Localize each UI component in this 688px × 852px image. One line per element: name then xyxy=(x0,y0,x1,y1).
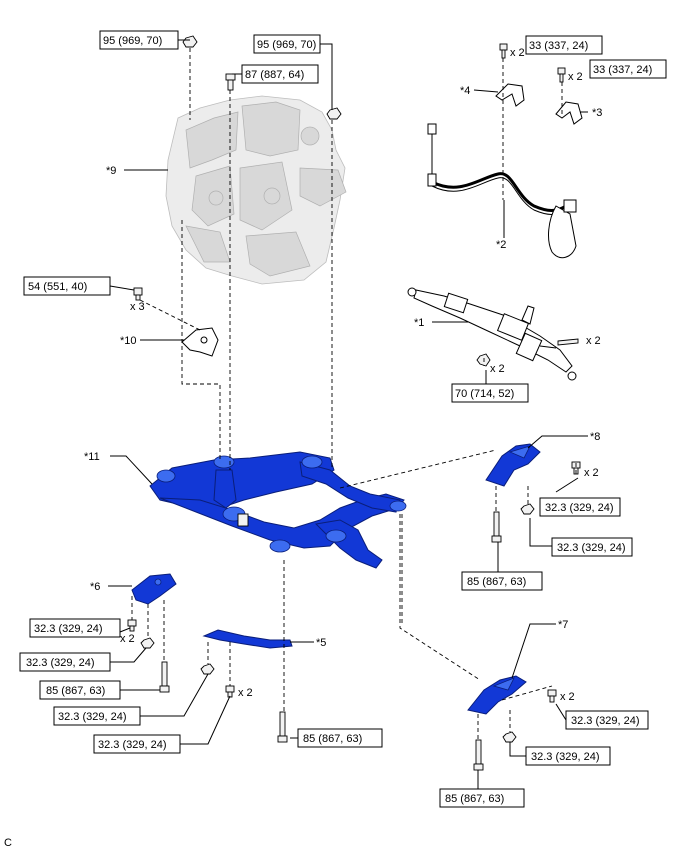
svg-text:87 (887, 64): 87 (887, 64) xyxy=(245,69,304,81)
torque-box-32-5b: 32.3 (329, 24) xyxy=(93,734,181,754)
bracket-6 xyxy=(131,573,177,605)
torque-box-85-7: 85 (867, 63) xyxy=(439,788,525,808)
leader-lines xyxy=(108,39,588,792)
engine-assembly xyxy=(165,95,347,285)
torque-box-33-b: 33 (337, 24) xyxy=(589,59,667,79)
callout-4: *4 xyxy=(460,85,470,97)
callout-11: *11 xyxy=(84,451,100,463)
callout-8: *8 xyxy=(590,431,600,443)
torque-box-32-7b: 32.3 (329, 24) xyxy=(525,746,611,766)
bracket-7 xyxy=(467,675,527,715)
svg-text:85 (867, 63): 85 (867, 63) xyxy=(303,733,362,745)
svg-text:32.3 (329, 24): 32.3 (329, 24) xyxy=(98,739,167,751)
qty-rack-bolt: x 2 xyxy=(586,335,601,347)
stabilizer-bracket-3 xyxy=(555,101,583,125)
engine-mount-bracket xyxy=(181,327,219,357)
bolt-85-6 xyxy=(159,661,170,693)
torque-box-87: 87 (887, 64) xyxy=(241,64,319,84)
nut-95-b xyxy=(326,107,342,120)
callout-1: *1 xyxy=(414,317,424,329)
torque-box-85-5: 85 (867, 63) xyxy=(297,728,383,748)
nut-95-a xyxy=(182,35,198,48)
bracket-8 xyxy=(485,443,541,487)
svg-text:33 (337, 24): 33 (337, 24) xyxy=(529,40,588,52)
svg-text:32.3 (329, 24): 32.3 (329, 24) xyxy=(26,657,95,669)
torque-box-32-8b: 32.3 (329, 24) xyxy=(551,537,633,557)
callout-2: *2 xyxy=(496,239,506,251)
bolt-85-8 xyxy=(491,511,502,543)
nut-32-6b xyxy=(140,637,155,649)
svg-text:85 (867, 63): 85 (867, 63) xyxy=(467,576,526,588)
stabilizer-bracket-4 xyxy=(495,83,525,107)
svg-text:32.3 (329, 24): 32.3 (329, 24) xyxy=(34,623,103,635)
qty-7: x 2 xyxy=(560,691,575,703)
callout-10: *10 xyxy=(120,335,137,347)
svg-text:85 (867, 63): 85 (867, 63) xyxy=(46,685,105,697)
svg-text:32.3 (329, 24): 32.3 (329, 24) xyxy=(58,711,127,723)
torque-box-85-8: 85 (867, 63) xyxy=(461,571,543,591)
nut-32-5a xyxy=(200,663,215,675)
bolt-32-5b xyxy=(225,685,235,698)
bolt-85-5 xyxy=(277,711,288,743)
callout-7: *7 xyxy=(558,619,568,631)
callout-6: *6 xyxy=(90,581,100,593)
torque-box-95-a: 95 (969, 70) xyxy=(99,30,179,50)
bolt-85-7 xyxy=(473,739,484,771)
svg-text:70 (714, 52): 70 (714, 52) xyxy=(455,388,514,400)
svg-text:32.3 (329, 24): 32.3 (329, 24) xyxy=(531,751,600,763)
alignment-lines xyxy=(131,48,577,740)
bolt-87 xyxy=(225,73,236,91)
svg-text:95 (969, 70): 95 (969, 70) xyxy=(103,35,162,47)
torque-box-85-6: 85 (867, 63) xyxy=(39,680,121,700)
svg-text:85 (867, 63): 85 (867, 63) xyxy=(445,793,504,805)
stabilizer-bar xyxy=(427,123,577,259)
svg-text:95 (969, 70): 95 (969, 70) xyxy=(257,39,316,51)
svg-text:32.3 (329, 24): 32.3 (329, 24) xyxy=(545,502,614,514)
qty-54: x 3 xyxy=(130,301,145,313)
nut-32-7b xyxy=(502,731,517,743)
bracket-5 xyxy=(202,629,293,649)
svg-text:33 (337, 24): 33 (337, 24) xyxy=(593,64,652,76)
nut-32-8b xyxy=(520,503,535,515)
qty-8: x 2 xyxy=(584,467,599,479)
torque-box-54: 54 (551, 40) xyxy=(23,276,111,296)
bolt-33-b xyxy=(557,67,566,83)
torque-box-32-6b: 32.3 (329, 24) xyxy=(19,652,111,672)
qty-70: x 2 xyxy=(490,363,505,375)
bolt-32-7a xyxy=(547,689,557,703)
qty-6: x 2 xyxy=(120,633,135,645)
figure-letter: C xyxy=(4,837,12,849)
qty-33-b: x 2 xyxy=(568,71,583,83)
qty-33-a: x 2 xyxy=(510,47,525,59)
steering-gear-assembly xyxy=(407,287,579,381)
bolt-54 xyxy=(133,287,143,301)
torque-box-32-7a: 32.3 (329, 24) xyxy=(565,710,649,730)
svg-text:32.3 (329, 24): 32.3 (329, 24) xyxy=(571,715,640,727)
torque-box-33-a: 33 (337, 24) xyxy=(525,35,603,55)
callout-3: *3 xyxy=(592,107,602,119)
front-suspension-crossmember xyxy=(149,451,407,569)
torque-box-95-b: 95 (969, 70) xyxy=(253,34,321,54)
bolt-33-a xyxy=(499,43,508,59)
callout-9: *9 xyxy=(106,165,116,177)
qty-5: x 2 xyxy=(238,687,253,699)
svg-text:54 (551, 40): 54 (551, 40) xyxy=(28,281,87,293)
callout-5: *5 xyxy=(316,637,326,649)
torque-box-32-8a: 32.3 (329, 24) xyxy=(539,497,621,517)
bolt-32-6a xyxy=(127,619,137,632)
torque-box-70: 70 (714, 52) xyxy=(451,383,529,403)
svg-text:32.3 (329, 24): 32.3 (329, 24) xyxy=(557,542,626,554)
torque-box-32-6a: 32.3 (329, 24) xyxy=(29,618,121,638)
torque-box-32-5a: 32.3 (329, 24) xyxy=(53,706,141,726)
